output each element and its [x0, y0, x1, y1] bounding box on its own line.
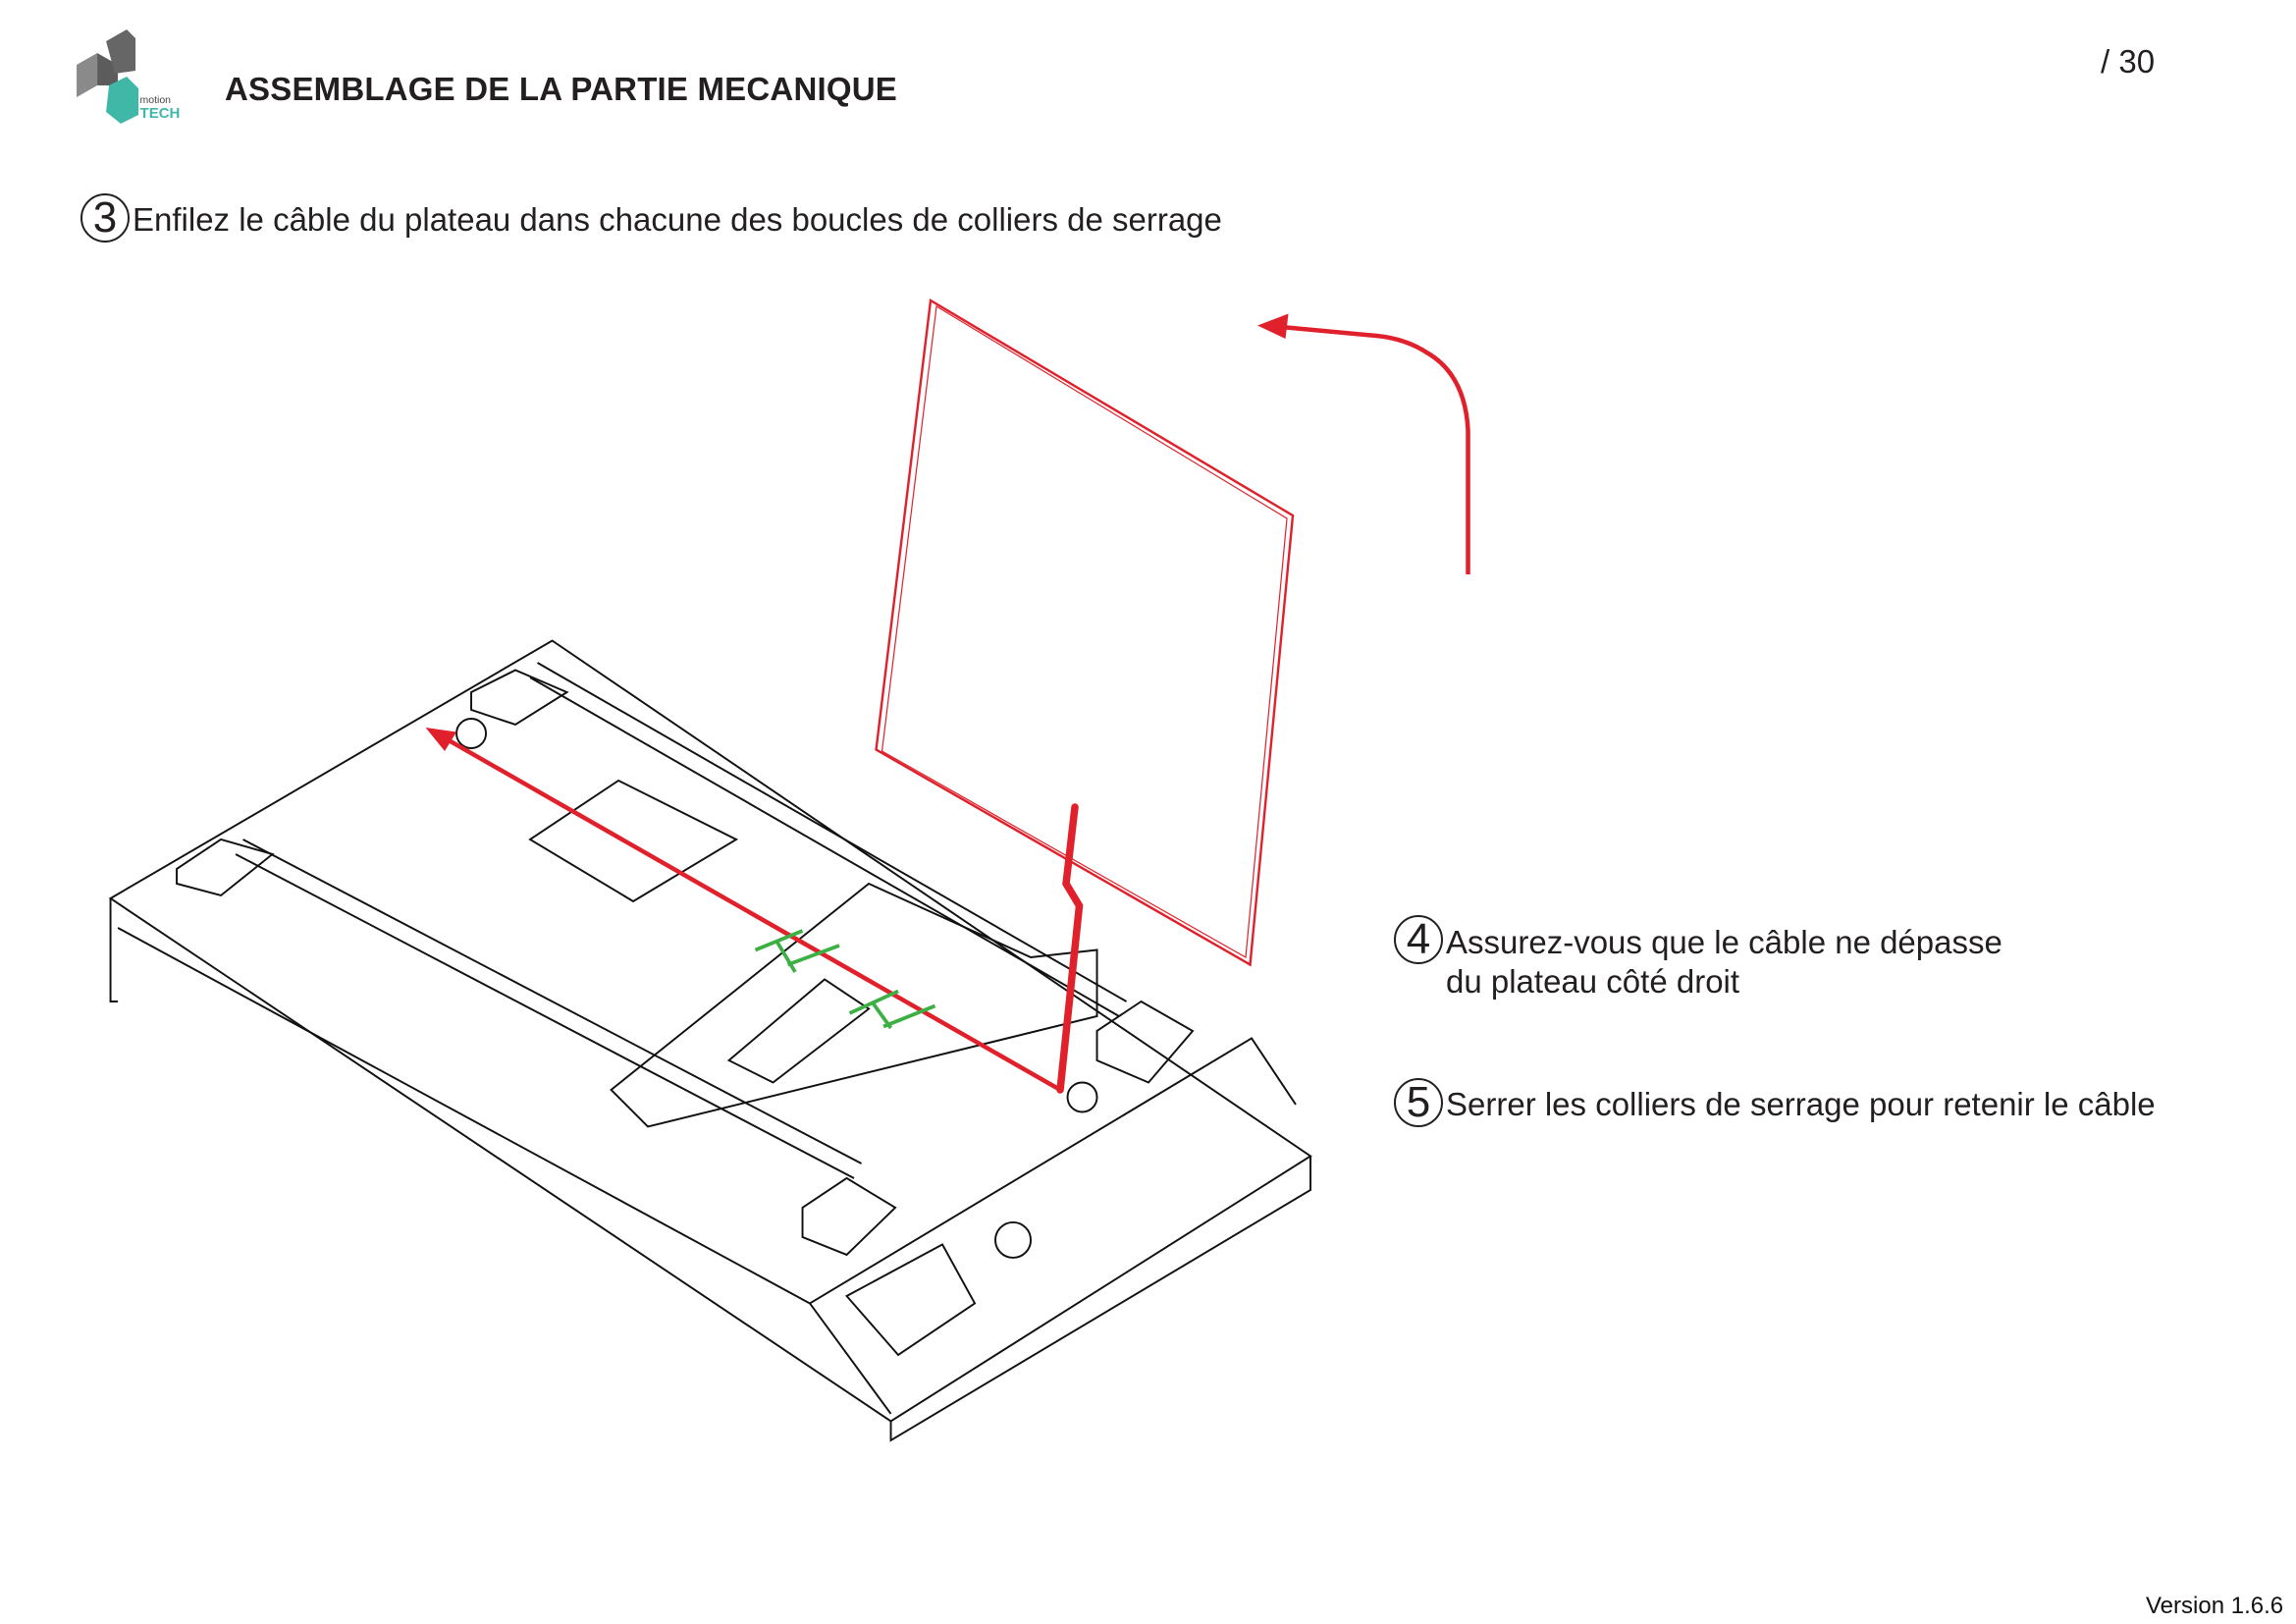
step-text-line: du plateau côté droit [1446, 963, 1740, 1000]
step-4: 4 Assurez-vous que le câble ne dépasse d… [1394, 915, 2002, 1001]
bed-cable [1056, 803, 1084, 1094]
zip-ties [754, 929, 936, 1030]
version-label: Version 1.6.6 [2146, 1593, 2284, 1619]
heated-bed-plate [875, 298, 1295, 967]
step-number-badge: 5 [1394, 1078, 1443, 1127]
svg-text:motion: motion [140, 95, 172, 106]
step-text-line: Assurez-vous que le câble ne dépasse [1446, 924, 2002, 960]
step-5: 5 Serrer les colliers de serrage pour re… [1394, 1078, 2156, 1127]
step-number-badge: 3 [80, 193, 130, 243]
cable-direction-arrow-icon [425, 727, 457, 751]
step-3: 3 Enfilez le câble du plateau dans chacu… [80, 193, 1222, 243]
printer-frame [108, 639, 1312, 1442]
step-number-badge: 4 [1394, 915, 1443, 964]
step-text: Serrer les colliers de serrage pour rete… [1446, 1086, 2156, 1122]
svg-text:TECH: TECH [140, 105, 181, 122]
page-number: / 30 [2101, 43, 2156, 80]
page-title: ASSEMBLAGE DE LA PARTIE MECANIQUE [225, 71, 897, 107]
step-text: Enfilez le câble du plateau dans chacune… [133, 201, 1222, 238]
motion-tech-logo: motion TECH [77, 28, 181, 124]
rotate-arrow-icon [1280, 324, 1470, 574]
